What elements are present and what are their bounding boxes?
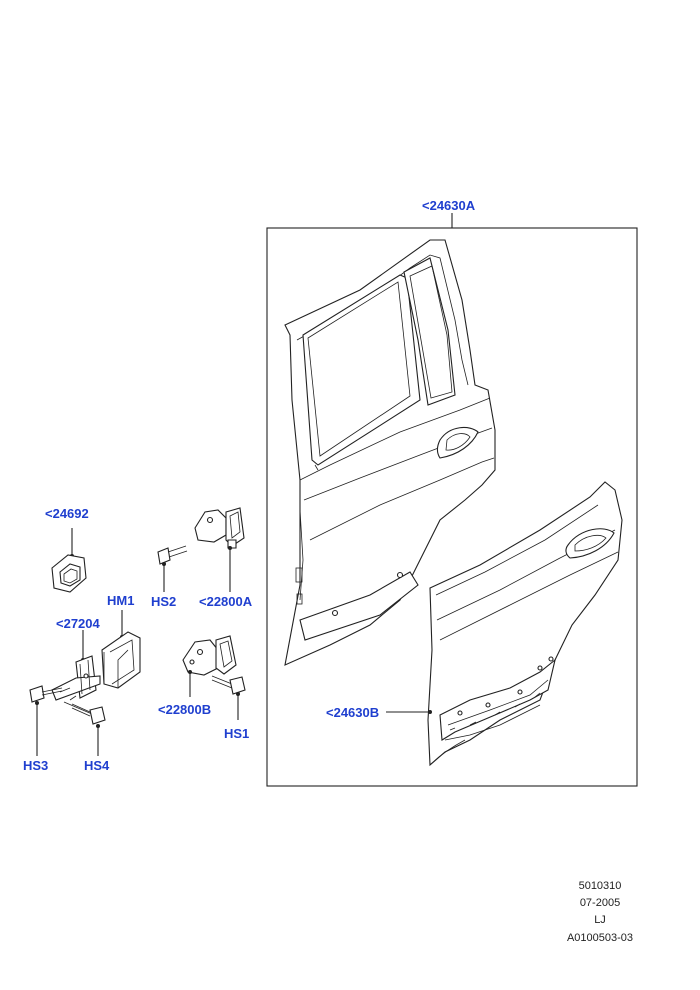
hs3-bolt-part bbox=[29, 685, 63, 756]
callout-door-assembly-rear[interactable]: <24630B bbox=[326, 705, 380, 720]
callout-hs2[interactable]: HS2 bbox=[151, 594, 177, 609]
callout-hs4[interactable]: HS4 bbox=[84, 758, 110, 773]
callout-door-check-rubber[interactable]: <24692 bbox=[45, 506, 89, 521]
door-shell-outer bbox=[284, 239, 496, 666]
callout-hinge-lower[interactable]: <22800B bbox=[158, 702, 212, 717]
hs2-bolt-part bbox=[157, 545, 188, 592]
metadata-line-4: A0100503-03 bbox=[566, 932, 634, 944]
check-strap-part bbox=[51, 630, 101, 701]
upper-hinge-part bbox=[194, 507, 245, 592]
check-rubber-part bbox=[51, 528, 87, 593]
callout-hs1[interactable]: HS1 bbox=[224, 726, 250, 741]
metadata-line-3: LJ bbox=[594, 914, 606, 926]
hm1-bracket-part bbox=[101, 610, 141, 689]
metadata-line-1: 5010310 bbox=[578, 880, 622, 892]
callout-hinge-upper[interactable]: <22800A bbox=[199, 594, 253, 609]
callout-hm1[interactable]: HM1 bbox=[107, 593, 135, 608]
door-skin-outer bbox=[427, 481, 623, 767]
hs1-bolt-part bbox=[211, 675, 246, 720]
metadata-line-2: 07-2005 bbox=[579, 897, 621, 909]
hs4-bolt-part bbox=[63, 701, 106, 756]
callout-door-assembly-front[interactable]: <24630A bbox=[422, 198, 476, 213]
lower-hinge-part bbox=[182, 635, 237, 697]
callout-hs3[interactable]: HS3 bbox=[23, 758, 49, 773]
callout-check-strap[interactable]: <27204 bbox=[56, 616, 100, 631]
